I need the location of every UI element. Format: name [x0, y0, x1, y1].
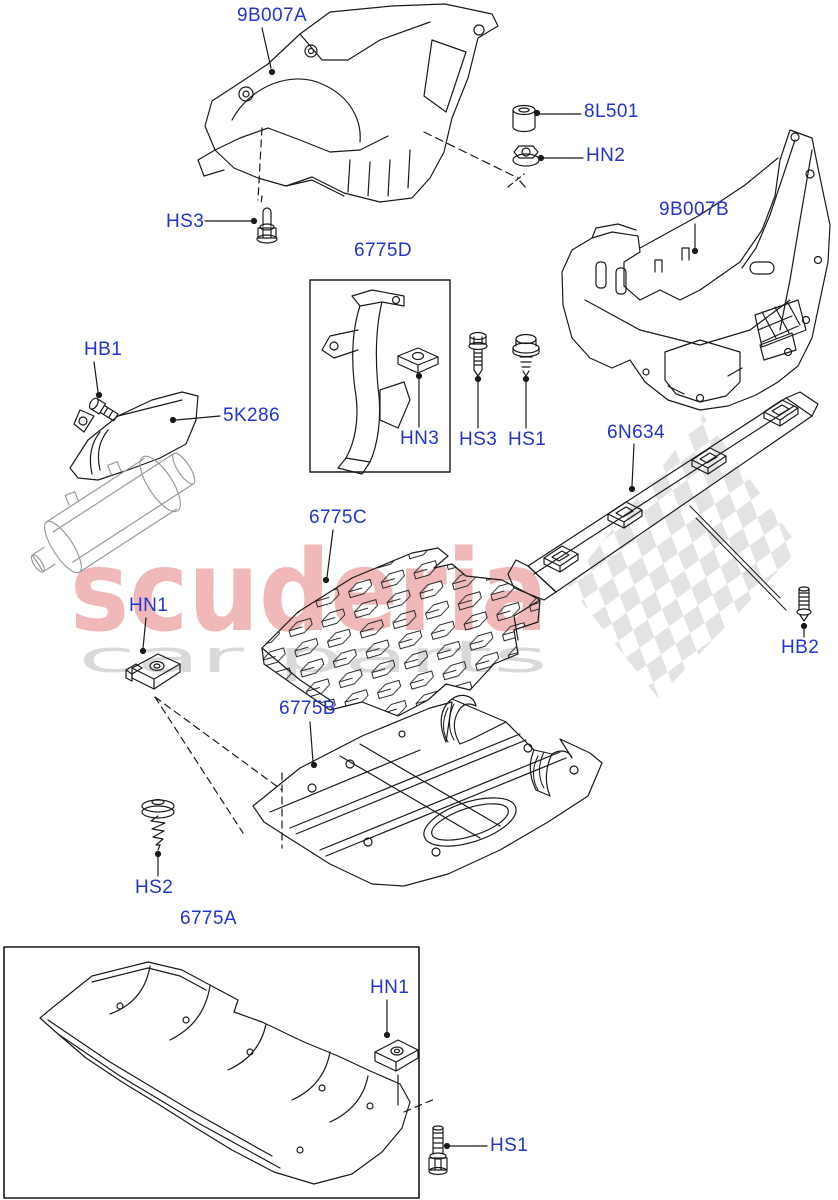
- fastener-HS3-mid-bolt: [468, 331, 488, 377]
- part-label-HB1[interactable]: HB1: [84, 339, 123, 360]
- leader-HB1: [93, 361, 103, 399]
- fastener-HS1-bottom-bolt: [428, 1125, 448, 1176]
- part-label-HS2[interactable]: HS2: [135, 877, 174, 898]
- part-5K286-drawing: [69, 391, 199, 481]
- leader-HB2: [800, 622, 808, 638]
- part-label-8L501[interactable]: 8L501: [584, 101, 639, 122]
- leader-HS1-mid: [522, 375, 530, 429]
- leader-6775C: [322, 529, 334, 584]
- part-label-HB2[interactable]: HB2: [781, 637, 820, 658]
- leader-HS3-top: [204, 217, 258, 225]
- part-label-HS3-top[interactable]: HS3: [166, 211, 205, 232]
- part-label-HN2[interactable]: HN2: [586, 145, 626, 166]
- fastener-HN1-bottom-clipnut: [374, 1039, 419, 1072]
- fastener-HN2-nut: [512, 145, 540, 167]
- part-label-5K286[interactable]: 5K286: [223, 405, 280, 426]
- fastener-HS1-mid-screw: [512, 333, 540, 377]
- part-6775C-drawing: [261, 547, 541, 717]
- part-9B007A-drawing: [197, 3, 499, 203]
- leader-HS1-bottom: [443, 1142, 488, 1150]
- part-label-9B007B[interactable]: 9B007B: [659, 199, 730, 220]
- fastener-HN3-clipnut: [397, 347, 439, 374]
- fastener-8L501-cap: [512, 104, 536, 133]
- part-label-HS1-mid[interactable]: HS1: [508, 429, 547, 450]
- part-label-6775A[interactable]: 6775A: [180, 908, 237, 929]
- fastener-HS2-screw: [141, 798, 175, 851]
- leader-6775B: [309, 721, 318, 769]
- checkered-flag-watermark: [568, 415, 800, 698]
- leader-HS3-mid: [474, 375, 482, 429]
- part-6775A-box: [3, 946, 420, 1199]
- starter-motor-drawing: [30, 452, 196, 574]
- part-label-6N634[interactable]: 6N634: [607, 422, 665, 443]
- part-6775A-drawing: [39, 961, 411, 1185]
- part-label-6775C[interactable]: 6775C: [309, 507, 367, 528]
- leader-HS2: [154, 850, 162, 877]
- part-9B007B-drawing: [561, 129, 831, 411]
- leader-HN1-mid: [139, 617, 283, 849]
- part-6775D-drawing: [309, 279, 451, 475]
- part-label-6775D[interactable]: 6775D: [354, 240, 412, 261]
- leader-HN2: [507, 154, 584, 188]
- fastener-HS3-top-bolt: [256, 195, 278, 244]
- part-label-HS3-mid[interactable]: HS3: [459, 429, 498, 450]
- part-label-6775B[interactable]: 6775B: [279, 698, 336, 719]
- leader-HN1-bottom: [383, 999, 438, 1113]
- fastener-HN1-mid-clipnut: [125, 653, 181, 690]
- leader-6N634: [628, 443, 636, 493]
- part-label-HS1-bottom[interactable]: HS1: [490, 1135, 529, 1156]
- leader-9B007B: [691, 223, 699, 255]
- leader-5K286: [169, 415, 221, 424]
- fastener-HB2-bolt: [796, 586, 812, 622]
- part-6775B-drawing: [252, 694, 603, 887]
- part-label-HN3[interactable]: HN3: [400, 428, 440, 449]
- part-label-HN1-mid[interactable]: HN1: [129, 595, 169, 616]
- leader-HN3: [415, 372, 423, 428]
- leader-9B007A: [257, 27, 527, 201]
- part-label-9B007A[interactable]: 9B007A: [237, 5, 308, 26]
- part-label-HN1-bottom[interactable]: HN1: [370, 977, 410, 998]
- part-6N634-drawing: [507, 391, 819, 611]
- leader-8L501: [533, 109, 582, 117]
